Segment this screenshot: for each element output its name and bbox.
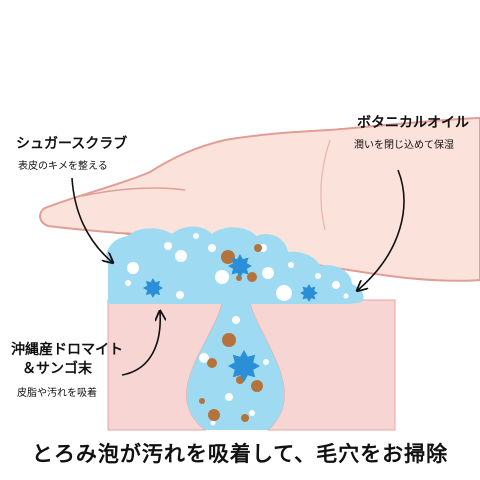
coral-particle-icon: [300, 284, 318, 302]
sugar-scrub-desc: 表皮のキメを整える: [18, 161, 108, 172]
arrow-botanical: [358, 169, 405, 290]
okinawa-dolomite-title: 沖縄産ドロマイト: [11, 342, 123, 358]
coral-powder-title: ＆サンゴ末: [22, 361, 92, 377]
caption: とろみ泡が汚れを吸着して、毛穴をお掃除: [31, 442, 449, 466]
arrow-sugar: [71, 177, 112, 262]
botanical-oil-title: ボタニカルオイル: [357, 115, 469, 131]
coral-particles: [143, 254, 318, 382]
arrows: [71, 169, 405, 376]
coral-particle-icon: [228, 350, 260, 382]
sugar-scrub-title: シュガースクラブ: [16, 136, 128, 152]
arrow-okinawa: [121, 312, 160, 376]
coral-particle-icon: [143, 278, 163, 298]
foam-bubbles: [125, 233, 349, 426]
okinawa-desc: 皮脂や汚れを吸着: [17, 388, 97, 399]
coral-particle-icon: [228, 254, 252, 278]
botanical-oil-desc: 潤いを閉じ込めて保湿: [354, 140, 454, 151]
